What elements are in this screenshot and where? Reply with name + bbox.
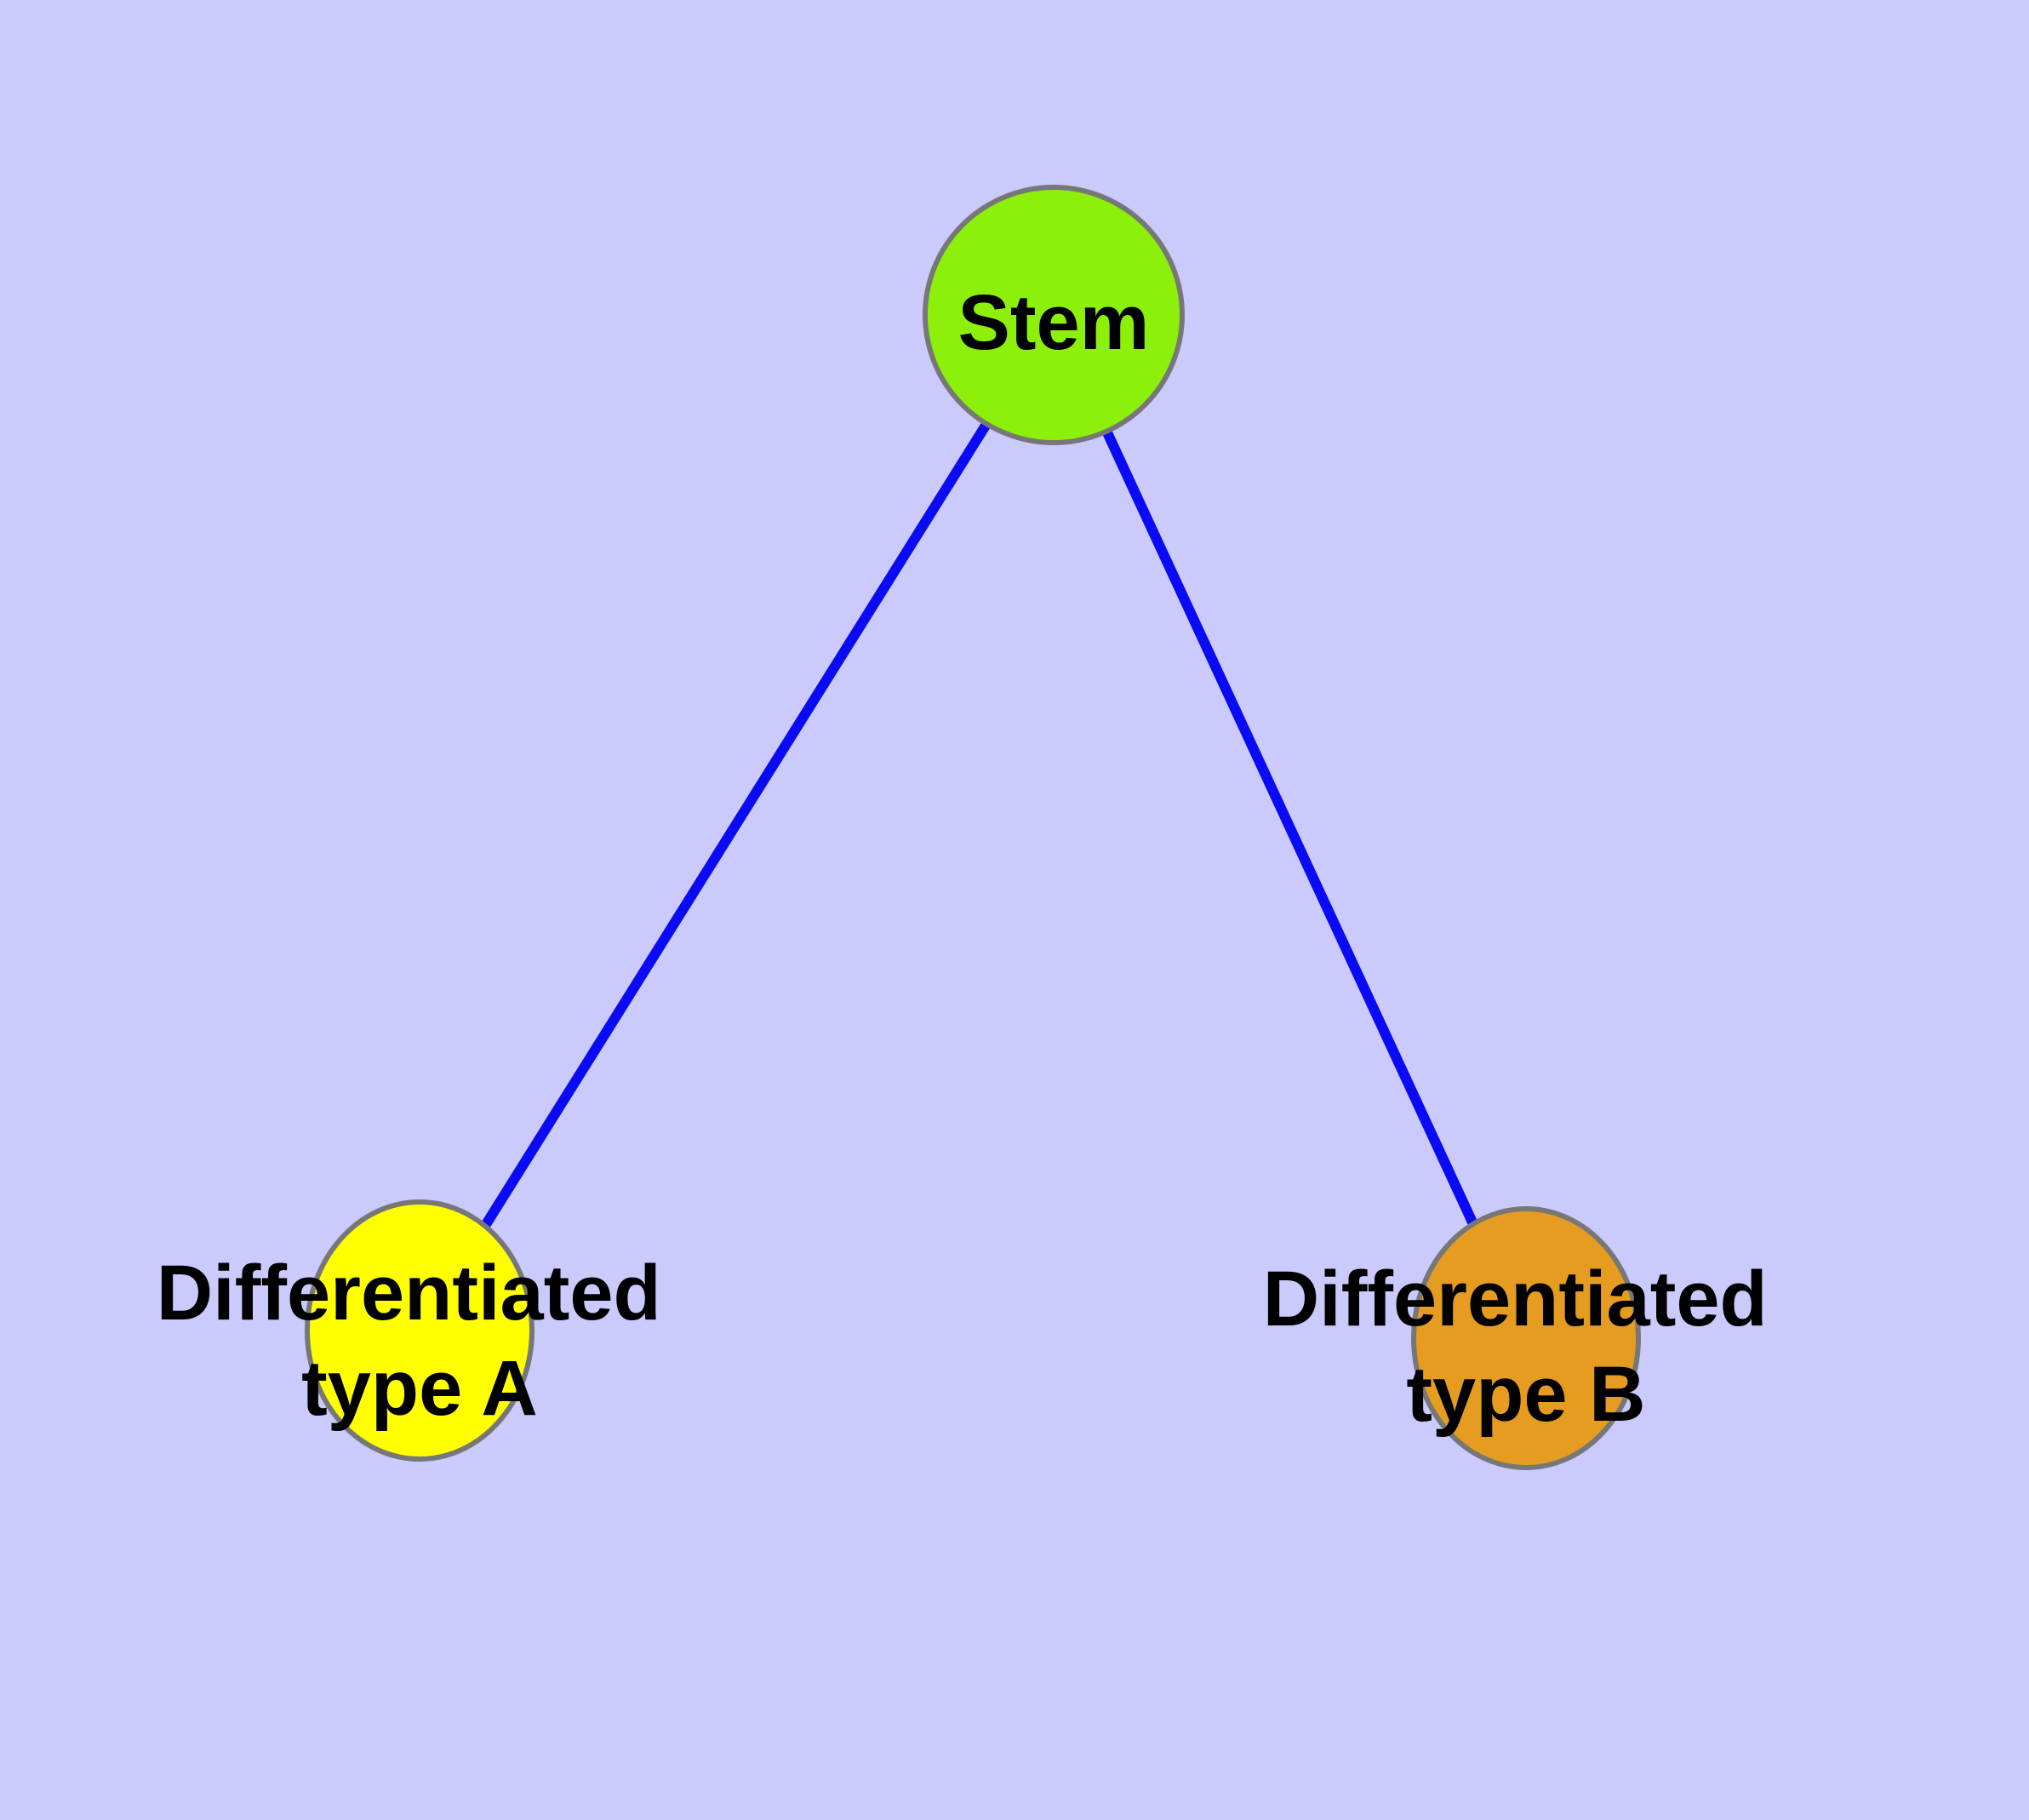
node-type-a-label-line2: type A [301,1345,538,1432]
node-type-b-label-line2: type B [1406,1351,1645,1438]
node-type-b-label: Differentiated type B [1263,1256,1790,1438]
node-type-a-label: Differentiated type A [157,1250,683,1432]
node-stem-label-line1: Stem [958,279,1150,366]
node-stem-label: Stem [958,279,1150,366]
edge-stem-to-type-b [1049,314,1531,1341]
edge-stem-to-type-a [414,313,1059,1334]
node-type-a-label-line1: Differentiated [157,1250,661,1336]
node-type-b-label-line1: Differentiated [1263,1256,1768,1342]
node-type-a [305,1199,534,1462]
node-stem [923,185,1185,445]
node-type-b [1411,1206,1641,1470]
